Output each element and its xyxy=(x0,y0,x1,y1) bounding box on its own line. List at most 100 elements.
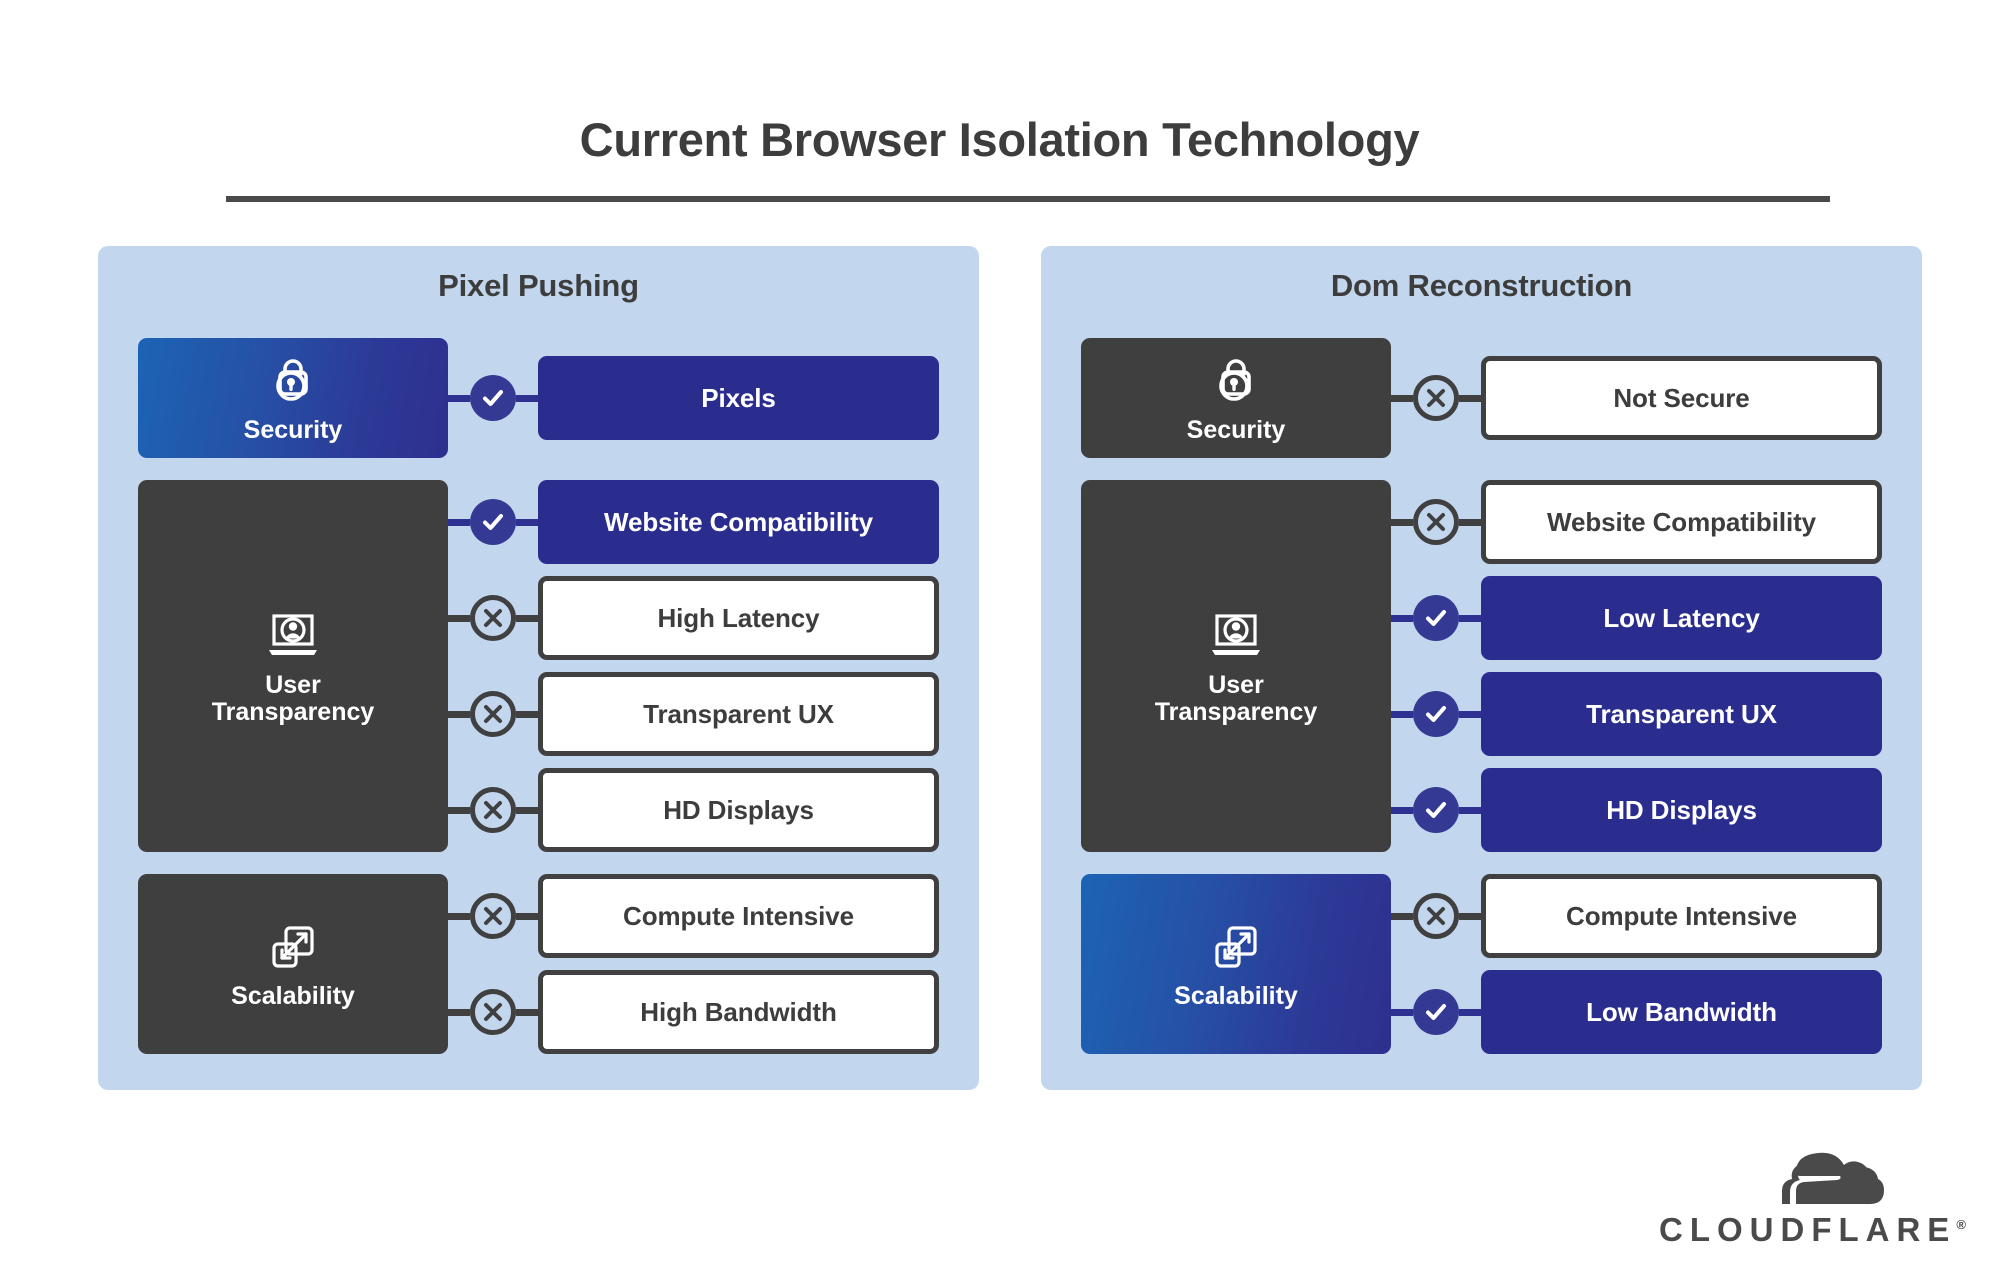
connector-right xyxy=(1459,806,1481,814)
check-icon xyxy=(1426,802,1446,818)
connector-left xyxy=(448,518,470,526)
status-badge-cross[interactable] xyxy=(1413,893,1459,939)
attribute-pill[interactable]: Website Compatibility xyxy=(538,480,939,564)
check-icon xyxy=(483,514,503,530)
attribute-pill[interactable]: Pixels xyxy=(538,356,939,440)
group-security: Security Not Secure xyxy=(1081,338,1882,458)
attribute-row: Pixels xyxy=(448,356,939,440)
attribute-pill[interactable]: Not Secure xyxy=(1481,356,1882,440)
check-icon xyxy=(483,390,503,406)
cross-icon xyxy=(484,801,502,819)
connector-left xyxy=(1391,710,1413,718)
connector-right xyxy=(516,912,538,920)
connector-right xyxy=(1459,912,1481,920)
status-badge-cross[interactable] xyxy=(470,893,516,939)
connector-left xyxy=(1391,1008,1413,1016)
attribute-pill[interactable]: HD Displays xyxy=(538,768,939,852)
status-badge-check[interactable] xyxy=(1413,989,1459,1035)
page-title: Current Browser Isolation Technology xyxy=(579,113,1420,166)
connector-right xyxy=(1459,710,1481,718)
panel-title-pixel-pushing: Pixel Pushing xyxy=(438,268,639,303)
status-badge-check[interactable] xyxy=(470,375,516,421)
connector-left xyxy=(1391,614,1413,622)
attribute-row: Not Secure xyxy=(1391,356,1882,440)
attribute-row: Low Latency xyxy=(1391,576,1882,660)
cross-icon xyxy=(1427,907,1445,925)
status-badge-cross[interactable] xyxy=(470,787,516,833)
attribute-pill[interactable]: Transparent UX xyxy=(1481,672,1882,756)
status-badge-check[interactable] xyxy=(470,499,516,545)
connector-right xyxy=(516,614,538,622)
connector-right xyxy=(1459,518,1481,526)
attribute-row: HD Displays xyxy=(448,768,939,852)
category-label: User Transparency xyxy=(211,670,375,726)
connector-right xyxy=(516,710,538,718)
connector-left xyxy=(448,806,470,814)
attribute-row: High Bandwidth xyxy=(448,970,939,1054)
connector-right xyxy=(1459,394,1481,402)
attribute-row: Compute Intensive xyxy=(1391,874,1882,958)
laptop-user-icon xyxy=(269,613,317,655)
lock-icon xyxy=(1219,359,1251,401)
lock-icon xyxy=(276,359,308,401)
category-label: User Transparency xyxy=(1154,670,1318,726)
connector-right xyxy=(516,806,538,814)
category-card-scalability[interactable]: Scalability xyxy=(138,874,448,1054)
status-badge-check[interactable] xyxy=(1413,787,1459,833)
attribute-pill[interactable]: Transparent UX xyxy=(538,672,939,756)
cloudflare-logo: CLOUDFLARE® xyxy=(1659,1147,1966,1249)
connector-right xyxy=(1459,614,1481,622)
attribute-row: Low Bandwidth xyxy=(1391,970,1882,1054)
title-divider xyxy=(226,196,1830,202)
status-badge-cross[interactable] xyxy=(470,595,516,641)
category-card-user-transparency[interactable]: User Transparency xyxy=(138,480,448,852)
category-card-security[interactable]: Security xyxy=(138,338,448,458)
category-label: Scalability xyxy=(231,982,355,1010)
category-card-user-transparency[interactable]: User Transparency xyxy=(1081,480,1391,852)
attribute-pill[interactable]: HD Displays xyxy=(1481,768,1882,852)
connector-right xyxy=(1459,1008,1481,1016)
cross-icon xyxy=(484,705,502,723)
attribute-row: HD Displays xyxy=(1391,768,1882,852)
connector-left xyxy=(1391,912,1413,920)
category-label: Scalability xyxy=(1174,982,1298,1010)
attribute-pill[interactable]: High Bandwidth xyxy=(538,970,939,1054)
check-icon xyxy=(1426,610,1446,626)
cross-icon xyxy=(484,1003,502,1021)
category-card-security[interactable]: Security xyxy=(1081,338,1391,458)
resize-icon xyxy=(272,926,314,968)
cloudflare-cloud-icon xyxy=(1782,1152,1884,1204)
attribute-pill[interactable]: High Latency xyxy=(538,576,939,660)
status-badge-cross[interactable] xyxy=(470,989,516,1035)
attribute-row: Website Compatibility xyxy=(1391,480,1882,564)
connector-left xyxy=(1391,806,1413,814)
category-card-scalability[interactable]: Scalability xyxy=(1081,874,1391,1054)
status-badge-cross[interactable] xyxy=(1413,499,1459,545)
check-icon xyxy=(1426,706,1446,722)
attribute-row: Transparent UX xyxy=(1391,672,1882,756)
attribute-pill[interactable]: Compute Intensive xyxy=(538,874,939,958)
cloudflare-wordmark: CLOUDFLARE® xyxy=(1659,1211,1966,1249)
status-badge-cross[interactable] xyxy=(470,691,516,737)
connector-left xyxy=(448,912,470,920)
attribute-pill[interactable]: Website Compatibility xyxy=(1481,480,1882,564)
cross-icon xyxy=(1427,389,1445,407)
status-badge-check[interactable] xyxy=(1413,691,1459,737)
attribute-pill[interactable]: Low Bandwidth xyxy=(1481,970,1882,1054)
cross-icon xyxy=(484,609,502,627)
attribute-pill[interactable]: Low Latency xyxy=(1481,576,1882,660)
attribute-pill[interactable]: Compute Intensive xyxy=(1481,874,1882,958)
connector-right xyxy=(516,394,538,402)
status-badge-cross[interactable] xyxy=(1413,375,1459,421)
attribute-list: Not Secure xyxy=(1391,338,1882,458)
status-badge-check[interactable] xyxy=(1413,595,1459,641)
